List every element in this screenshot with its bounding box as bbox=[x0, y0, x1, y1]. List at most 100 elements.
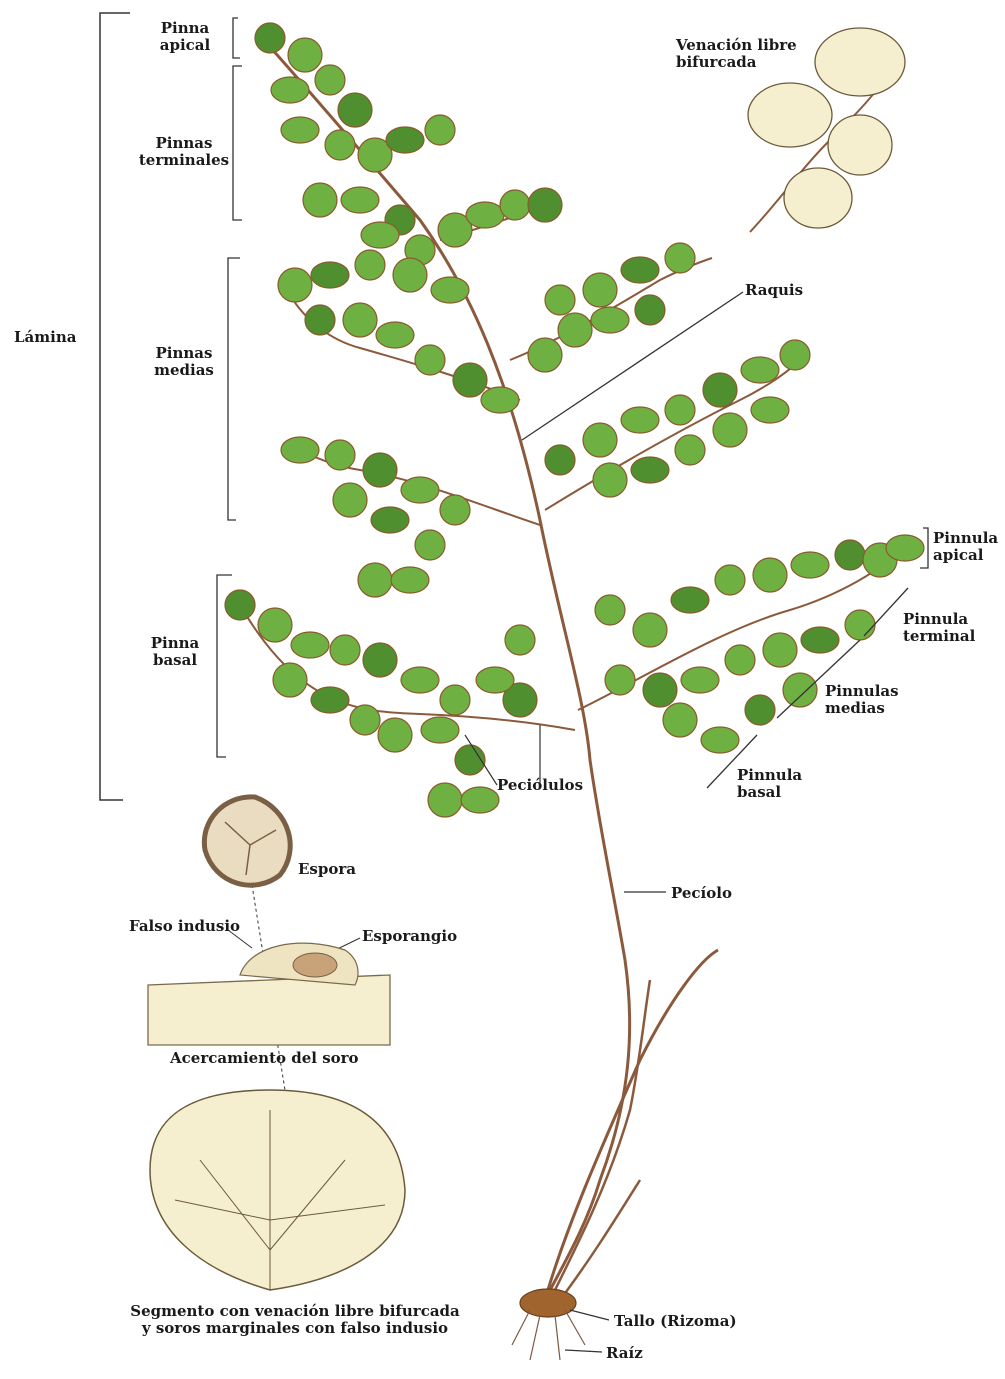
pinnule bbox=[255, 23, 285, 53]
pinnule bbox=[703, 373, 737, 407]
pinnule bbox=[481, 387, 519, 413]
pinnule bbox=[428, 783, 462, 817]
pinnule bbox=[671, 587, 709, 613]
pinnule bbox=[291, 632, 329, 658]
pinnule bbox=[273, 663, 307, 697]
pinnule bbox=[325, 130, 355, 160]
pinnule bbox=[681, 667, 719, 693]
pinnule bbox=[591, 307, 629, 333]
pinnule bbox=[621, 257, 659, 283]
pinnule bbox=[358, 563, 392, 597]
pinnule bbox=[363, 453, 397, 487]
pinnule bbox=[466, 202, 504, 228]
pinnule bbox=[476, 667, 514, 693]
pinnule bbox=[376, 322, 414, 348]
venation-inset-leaflet bbox=[828, 115, 892, 175]
pinnule bbox=[558, 313, 592, 347]
pinnule bbox=[350, 705, 380, 735]
pinnule bbox=[783, 673, 817, 707]
pinnule bbox=[663, 703, 697, 737]
label-pinnas-medias: Pinnas medias bbox=[145, 345, 223, 379]
pinnule bbox=[528, 338, 562, 372]
venation-inset-leaflet bbox=[784, 168, 852, 228]
label-falso-indusio: Falso indusio bbox=[129, 918, 240, 935]
pinnule bbox=[500, 190, 530, 220]
pinnule bbox=[675, 435, 705, 465]
pinnule bbox=[421, 717, 459, 743]
pinnule bbox=[415, 530, 445, 560]
pinnule bbox=[401, 477, 439, 503]
soro-esporangio bbox=[293, 953, 337, 977]
pinnule bbox=[595, 595, 625, 625]
pinnule bbox=[378, 718, 412, 752]
pinnule bbox=[361, 222, 399, 248]
pinnule bbox=[453, 363, 487, 397]
label-raiz: Raíz bbox=[606, 1345, 643, 1362]
pinnule bbox=[440, 495, 470, 525]
pinnules bbox=[225, 23, 924, 817]
label-pinnula-terminal: Pinnula terminal bbox=[903, 611, 975, 645]
pinnule bbox=[341, 187, 379, 213]
label-acercamiento-del-soro: Acercamiento del soro bbox=[170, 1050, 359, 1067]
pinnule bbox=[415, 345, 445, 375]
label-pinna-apical: Pinna apical bbox=[150, 20, 220, 54]
pinnule bbox=[545, 445, 575, 475]
bracket-pinna-apical bbox=[233, 18, 240, 58]
pinnule bbox=[701, 727, 739, 753]
label-tallo-rizoma: Tallo (Rizoma) bbox=[614, 1313, 737, 1330]
pinnule bbox=[583, 423, 617, 457]
venation-inset-leaflet bbox=[748, 83, 832, 147]
pinnule bbox=[643, 673, 677, 707]
pinnule bbox=[325, 440, 355, 470]
label-peciolulos: Peciólulos bbox=[497, 777, 583, 794]
pinnule bbox=[763, 633, 797, 667]
pinnule bbox=[391, 567, 429, 593]
pinnule bbox=[281, 437, 319, 463]
pinnule bbox=[605, 665, 635, 695]
pinnule bbox=[753, 558, 787, 592]
pinnule bbox=[363, 643, 397, 677]
label-venacion-libre-bifurcada: Venación libre bifurcada bbox=[676, 37, 797, 71]
pinnule bbox=[343, 303, 377, 337]
pinnule bbox=[713, 413, 747, 447]
pinnule bbox=[886, 535, 924, 561]
pinnule bbox=[745, 695, 775, 725]
stipe-3 bbox=[560, 1180, 640, 1300]
pinnule bbox=[545, 285, 575, 315]
bracket-pinnas-medias bbox=[228, 258, 240, 520]
pinnule bbox=[440, 685, 470, 715]
spore bbox=[204, 797, 290, 885]
bracket-lamina bbox=[100, 13, 130, 800]
pinnule bbox=[311, 262, 349, 288]
pinnule bbox=[665, 243, 695, 273]
pinnule bbox=[278, 268, 312, 302]
pinnule bbox=[631, 457, 669, 483]
pinnule bbox=[583, 273, 617, 307]
pinnule bbox=[371, 507, 409, 533]
pinnule bbox=[288, 38, 322, 72]
soro-tissue bbox=[148, 975, 390, 1045]
pinnule bbox=[303, 183, 337, 217]
label-espora: Espora bbox=[298, 861, 356, 878]
pinnule bbox=[780, 340, 810, 370]
pinnule bbox=[315, 65, 345, 95]
pinnule bbox=[355, 250, 385, 280]
label-peciolo: Pecíolo bbox=[671, 885, 732, 902]
segment-outline bbox=[150, 1090, 405, 1290]
pinnule bbox=[386, 127, 424, 153]
pinnule bbox=[835, 540, 865, 570]
pinnule bbox=[305, 305, 335, 335]
bracket-pinnula-terminal bbox=[864, 588, 908, 636]
label-lamina: Lámina bbox=[14, 329, 76, 346]
pinnule bbox=[338, 93, 372, 127]
pinnule bbox=[593, 463, 627, 497]
pinnule bbox=[528, 188, 562, 222]
pinnule bbox=[633, 613, 667, 647]
pinnule bbox=[791, 552, 829, 578]
pinnule bbox=[271, 77, 309, 103]
pinnule bbox=[725, 645, 755, 675]
pinnule bbox=[635, 295, 665, 325]
label-esporangio: Esporangio bbox=[362, 928, 457, 945]
pinnule bbox=[431, 277, 469, 303]
